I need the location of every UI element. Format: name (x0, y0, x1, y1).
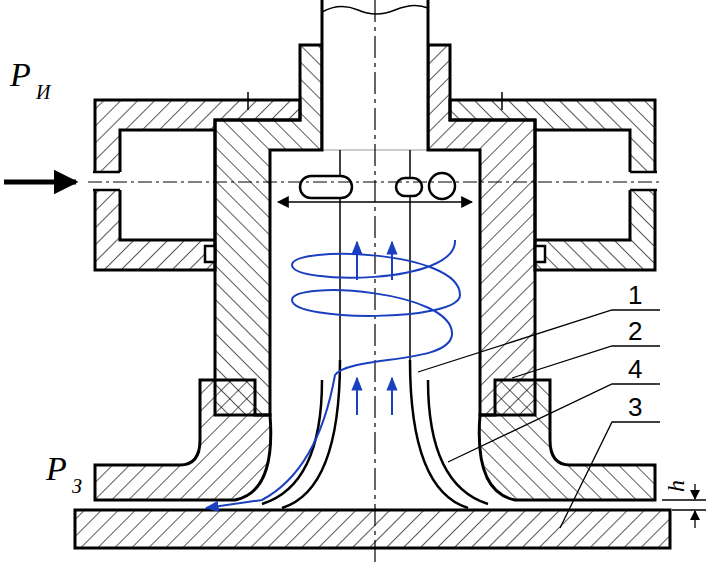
radial-hole (300, 176, 352, 198)
supply-arrow (4, 180, 76, 185)
axial-flow (356, 378, 358, 415)
flange (95, 380, 271, 500)
workpiece-plate (75, 510, 670, 548)
inlet-hole (627, 172, 657, 190)
axial-flow (356, 242, 358, 280)
gap-symbol: h (664, 480, 688, 492)
inlet-hole (93, 172, 123, 190)
bolt-mark (247, 92, 249, 110)
flange (479, 380, 655, 500)
pressure-symbol: P (10, 58, 31, 92)
axial-flow (391, 242, 393, 280)
callout-number: 4 (628, 356, 642, 382)
callout-number: 1 (628, 282, 642, 308)
nozzle-insert (215, 45, 322, 415)
axial-flow (391, 378, 393, 415)
bolt-mark (501, 92, 503, 110)
pressure-subscript: И (36, 82, 50, 102)
radial-hole (429, 173, 455, 199)
pressure-subscript: З (72, 476, 82, 496)
axis-line (88, 182, 660, 183)
nozzle-insert (428, 45, 535, 415)
flow-arrow (278, 201, 472, 203)
pressure-symbol: P (46, 452, 67, 486)
leader-lines (418, 310, 660, 528)
callout-number: 3 (628, 394, 642, 420)
vortex-flow (206, 240, 460, 508)
callout-number: 2 (628, 318, 642, 344)
center-line (374, 0, 375, 566)
